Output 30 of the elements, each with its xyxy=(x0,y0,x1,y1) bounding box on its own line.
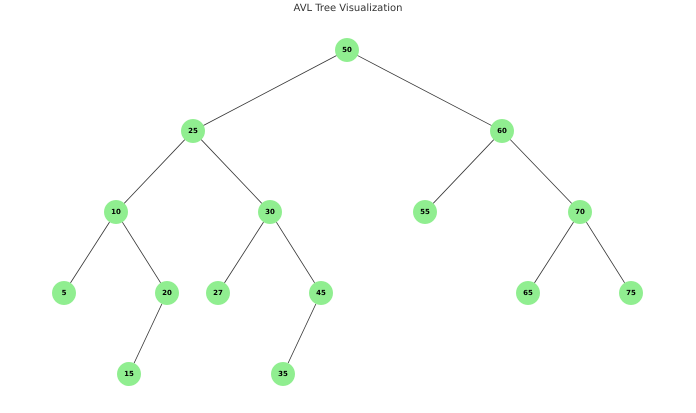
tree-node xyxy=(619,281,643,305)
tree-node xyxy=(309,281,333,305)
tree-edge xyxy=(124,139,186,204)
tree-node xyxy=(516,281,540,305)
tree-node xyxy=(271,362,295,386)
tree-node xyxy=(490,119,514,143)
chart-title: AVL Tree Visualization xyxy=(292,3,404,14)
tree-edge xyxy=(288,303,316,364)
tree-node xyxy=(413,200,437,224)
tree-edge xyxy=(224,222,264,284)
tree-node xyxy=(52,281,76,305)
tree-edge xyxy=(134,303,162,364)
tree-edge xyxy=(70,222,110,284)
tree-node xyxy=(258,200,282,224)
tree-edge xyxy=(534,222,574,284)
tree-edge xyxy=(200,139,262,204)
tree-edge xyxy=(510,139,572,204)
tree-node xyxy=(206,281,230,305)
tree-edge xyxy=(432,139,494,204)
tree-node xyxy=(335,38,359,62)
tree-node xyxy=(155,281,179,305)
tree-node xyxy=(568,200,592,224)
tree-node xyxy=(117,362,141,386)
tree-edge xyxy=(203,55,337,126)
tree-edge xyxy=(586,222,625,284)
tree-node xyxy=(104,200,128,224)
tree-edge xyxy=(357,55,492,126)
tree-node xyxy=(181,119,205,143)
tree-edge xyxy=(276,222,315,284)
tree-edge xyxy=(122,222,161,284)
